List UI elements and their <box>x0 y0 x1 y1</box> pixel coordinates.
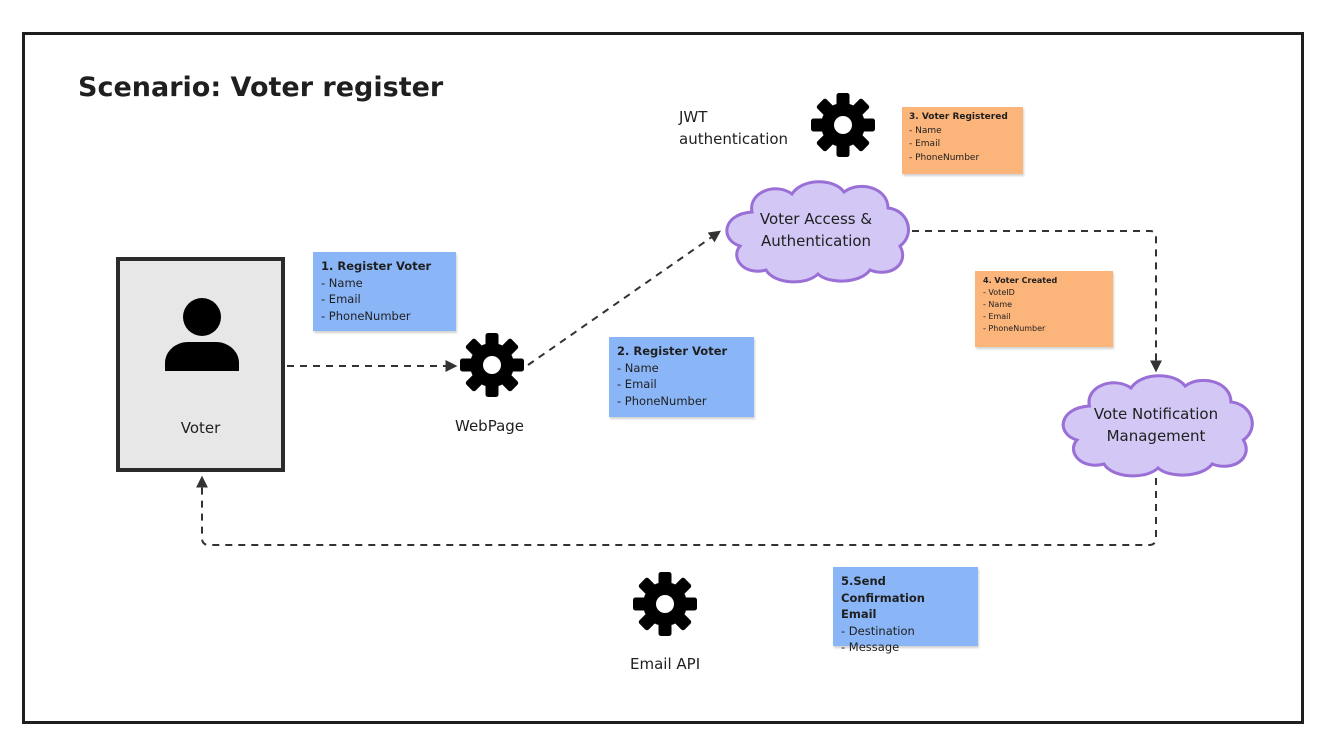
jwt-label: JWT authentication <box>679 106 788 150</box>
note-item: - Name <box>983 300 1013 309</box>
jwt-gear-icon <box>811 93 875 157</box>
note-item: - Name <box>321 275 363 290</box>
note-title-line2: Email <box>841 607 877 621</box>
note-voter-created: 4. Voter Created - VoteID - Name - Email… <box>975 271 1113 347</box>
webpage-gear-icon <box>460 333 524 397</box>
notification-line1: Vote Notification <box>1093 405 1219 423</box>
note-title: 4. Voter Created <box>983 276 1058 285</box>
note-register-voter-1: 1. Register Voter - Name - Email - Phone… <box>313 252 456 331</box>
note-item: - PhoneNumber <box>617 393 707 408</box>
diagram-frame <box>22 32 1304 724</box>
note-title: 2. Register Voter <box>617 344 728 358</box>
email-api-label: Email API <box>630 655 701 673</box>
jwt-label-line1: JWT <box>679 108 708 126</box>
note-title-line1: 5.Send Confirmation <box>841 574 925 605</box>
note-item: - Email <box>909 139 941 149</box>
access-auth-line1: Voter Access & <box>759 210 873 228</box>
note-title: 1. Register Voter <box>321 259 432 273</box>
connector-notification-to-voter <box>196 475 1157 546</box>
note-item: - Email <box>321 292 361 306</box>
note-register-voter-2: 2. Register Voter - Name - Email - Phone… <box>609 337 754 417</box>
note-item: - Message <box>841 640 900 654</box>
voter-actor-box: Voter <box>116 257 285 472</box>
note-item: - Destination <box>841 623 915 638</box>
note-item: - Name <box>909 125 942 136</box>
note-item: - Name <box>617 360 659 375</box>
person-icon <box>165 298 239 371</box>
note-item: - PhoneNumber <box>321 308 411 323</box>
note-title: 3. Voter Registered <box>909 112 1008 122</box>
note-item: - PhoneNumber <box>983 324 1046 333</box>
note-item: - Email <box>617 377 657 391</box>
access-auth-line2: Authentication <box>760 232 872 250</box>
diagram-title: Scenario: Voter register <box>78 72 444 103</box>
notification-label: Vote Notification Management <box>1068 403 1244 447</box>
note-voter-registered: 3. Voter Registered - Name - Email - Pho… <box>902 107 1023 174</box>
note-item: - Email <box>983 312 1011 321</box>
access-auth-label: Voter Access & Authentication <box>736 208 896 252</box>
access-auth-cloud <box>725 180 910 284</box>
note-send-confirmation: 5.Send Confirmation Email - Destination … <box>833 567 978 654</box>
jwt-label-line2: authentication <box>679 130 789 148</box>
webpage-label: WebPage <box>455 417 525 435</box>
note-item: - VoteID <box>983 288 1015 297</box>
voter-label: Voter <box>180 419 221 437</box>
connector-access-auth-to-notification <box>912 230 1162 373</box>
note-item: - PhoneNumber <box>909 152 980 163</box>
email-api-gear-icon <box>633 572 697 636</box>
notification-line2: Management <box>1106 427 1206 445</box>
notification-cloud <box>1061 374 1254 478</box>
